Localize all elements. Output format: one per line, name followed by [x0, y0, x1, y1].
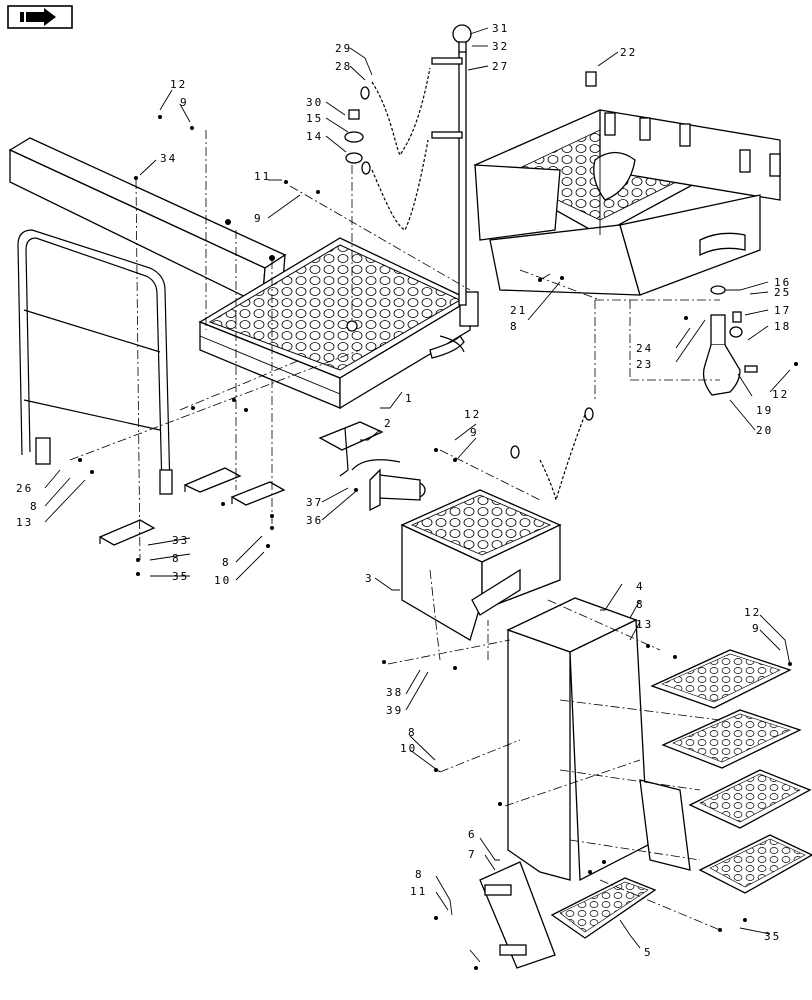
callout-14: 14	[306, 130, 323, 143]
callout-12-d: 12	[744, 606, 761, 619]
callout-38: 38	[386, 686, 403, 699]
callout-15: 15	[306, 112, 323, 125]
callout-13-a: 13	[636, 618, 653, 631]
callout-10-b: 10	[400, 742, 417, 755]
callout-34: 34	[160, 152, 177, 165]
callout-6: 6	[468, 828, 477, 841]
callout-28: 28	[335, 60, 352, 73]
handrail	[17, 229, 173, 495]
callout-2: 2	[384, 417, 393, 430]
under-brackets	[98, 467, 286, 546]
callout-19: 19	[756, 404, 773, 417]
callout-8-c: 8	[510, 320, 519, 333]
callout-35-b: 35	[764, 930, 781, 943]
callout-37: 37	[306, 496, 323, 509]
callout-36: 36	[306, 514, 323, 527]
leader-lines	[44, 27, 791, 963]
callout-23: 23	[636, 358, 653, 371]
support-bracket	[318, 421, 426, 512]
callout-12-a: 12	[170, 78, 187, 91]
callout-9-a: 9	[180, 96, 189, 109]
callout-8-a: 8	[636, 598, 645, 611]
main-platform	[198, 237, 479, 410]
callout-16: 16	[774, 276, 791, 289]
callout-11-b: 11	[254, 170, 271, 183]
callout-31: 31	[492, 22, 509, 35]
callout-32: 32	[492, 40, 509, 53]
bolts	[78, 115, 798, 970]
callout-3: 3	[365, 572, 374, 585]
latch-assembly	[702, 285, 758, 396]
callout-26: 26	[16, 482, 33, 495]
boom-beam	[8, 137, 287, 307]
callout-39: 39	[386, 704, 403, 717]
callout-8-b: 8	[415, 868, 424, 881]
callout-22: 22	[620, 46, 637, 59]
callout-27: 27	[492, 60, 509, 73]
step-assembly	[400, 489, 562, 641]
callout-20: 20	[756, 424, 773, 437]
nav-button[interactable]	[7, 5, 73, 29]
callout-8-d: 8	[30, 500, 39, 513]
callout-7: 7	[468, 848, 477, 861]
callout-5: 5	[644, 946, 653, 959]
callout-25: 25	[774, 286, 791, 299]
callout-11-a: 11	[410, 885, 427, 898]
chains	[360, 67, 594, 501]
callout-24: 24	[636, 342, 653, 355]
callout-30: 30	[306, 96, 323, 109]
grab-pole	[431, 24, 472, 306]
callout-10-a: 10	[214, 574, 231, 587]
machine-frame	[473, 71, 781, 296]
callout-labels: 1 2 3 4 8 13 5 6 7 8 11 12 9 34 11 9 30 …	[16, 22, 791, 959]
callout-29: 29	[335, 42, 352, 55]
callout-12-b: 12	[772, 388, 789, 401]
callout-8-g: 8	[408, 726, 417, 739]
stair-stringers	[479, 597, 691, 969]
callout-8-f: 8	[222, 556, 231, 569]
washer-stack	[344, 109, 364, 164]
callout-1: 1	[405, 392, 414, 405]
callout-8-e: 8	[172, 552, 181, 565]
callout-9-c: 9	[470, 426, 479, 439]
assembly-lines	[69, 130, 721, 931]
callout-35-a: 35	[172, 570, 189, 583]
callout-13-b: 13	[16, 516, 33, 529]
callout-12-c: 12	[464, 408, 481, 421]
callout-9-b: 9	[254, 212, 263, 225]
callout-18: 18	[774, 320, 791, 333]
callout-9-d: 9	[752, 622, 761, 635]
step-treads	[550, 649, 812, 939]
callout-21: 21	[510, 304, 527, 317]
callout-4: 4	[636, 580, 645, 593]
callout-33: 33	[172, 534, 189, 547]
callout-17: 17	[774, 304, 791, 317]
forward-arrow-icon	[20, 8, 56, 26]
